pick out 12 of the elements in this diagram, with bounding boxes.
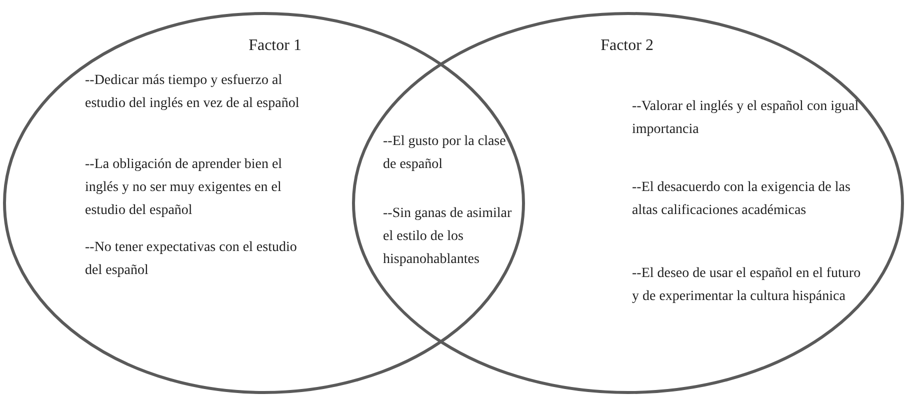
list-item: --El desacuerdo con la exigencia de las altas calificaciones académicas: [632, 179, 852, 220]
list-item: --La obligación de aprender bien el inglés y no ser muy exigentes en el estudio del español: [85, 156, 284, 220]
list-item: --El deseo de usar el español en el futuro y de experimentar la cultura hispánica: [632, 265, 862, 306]
list-item: --No tener expectativas con el estudio del español: [85, 239, 298, 280]
set-ellipse: [3, 12, 525, 394]
set-heading: Factor 1: [248, 36, 302, 56]
list-item: --Dedicar más tiempo y esfuerzo al estudio del inglés en vez de al español: [85, 72, 300, 113]
list-item: --Sin ganas de asimilar el estilo de los hispanohablantes: [383, 205, 513, 269]
list-item: --Valorar el inglés y el español con igual importancia: [632, 98, 860, 139]
set-heading: Factor 2: [600, 36, 654, 56]
list-item: --El gusto por la clase de español: [383, 133, 507, 174]
set-ellipse: [352, 12, 904, 394]
